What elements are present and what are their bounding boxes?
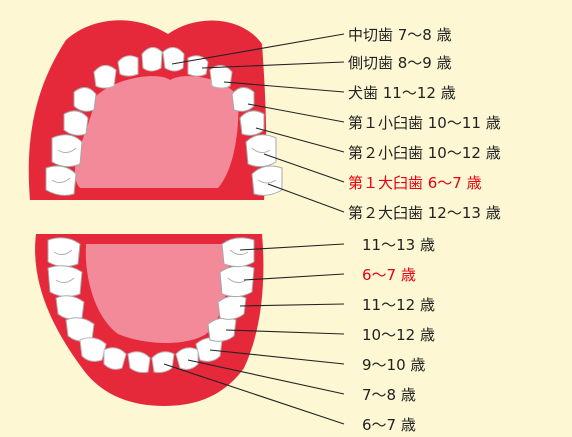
upper-first-premolar-left <box>73 87 97 112</box>
upper-lateral-incisor-left <box>117 55 139 77</box>
leader-lower-second-molar <box>239 243 345 251</box>
upper-central-incisor-right <box>162 47 185 72</box>
lower-jaw <box>35 234 264 406</box>
leader-lower-first-molar <box>243 273 345 281</box>
upper-canine-right <box>209 65 233 89</box>
lower-canine-left <box>79 337 107 362</box>
lower-leader-lines <box>163 243 345 425</box>
leader-upper-central-incisor <box>171 33 345 65</box>
upper-second-molar-right-groove <box>257 179 277 184</box>
label-lower-first-molar: 6〜7 歳 <box>362 266 416 284</box>
leader-lower-central-incisor <box>163 363 345 425</box>
leader-upper-first-molar <box>263 153 345 183</box>
lower-second-premolar-left <box>55 295 85 320</box>
leader-lower-first-premolar <box>225 329 345 335</box>
label-upper-first-molar: 第１大臼歯 6〜7 歳 <box>348 174 482 192</box>
leader-upper-first-premolar <box>247 103 345 123</box>
label-lower-central-incisor: 6〜7 歳 <box>362 416 416 434</box>
leader-lower-second-premolar <box>239 303 345 307</box>
upper-labels: 中切歯 7〜8 歳 側切歯 8〜9 歳 犬歯 11〜12 歳 第１小臼歯 10〜… <box>348 26 501 222</box>
upper-palate <box>74 76 239 188</box>
upper-first-molar-right <box>245 134 277 168</box>
upper-canine-left <box>93 65 117 89</box>
label-lower-canine: 9〜10 歳 <box>362 356 425 374</box>
lower-second-molar-right <box>221 237 255 268</box>
lower-lateral-incisor-right <box>175 347 199 370</box>
lower-first-premolar-right <box>207 317 237 342</box>
label-lower-second-premolar: 11〜12 歳 <box>362 296 435 314</box>
label-upper-first-premolar: 第１小臼歯 10〜11 歳 <box>348 114 501 132</box>
lower-second-molar-left-groove <box>53 249 73 256</box>
label-upper-central-incisor: 中切歯 7〜8 歳 <box>348 26 452 44</box>
lower-central-incisor-left <box>127 351 151 373</box>
label-lower-second-molar: 11〜13 歳 <box>362 236 435 254</box>
label-upper-second-molar: 第２大臼歯 12〜13 歳 <box>348 204 501 222</box>
leader-upper-canine <box>223 81 345 93</box>
upper-second-premolar-right <box>239 110 265 136</box>
upper-second-premolar-left <box>63 110 89 136</box>
upper-first-molar-left-groove <box>57 147 77 154</box>
upper-second-molar-right <box>251 165 283 196</box>
lower-first-molar-right <box>219 265 255 298</box>
lower-tongue <box>85 244 230 343</box>
leader-lower-lateral-incisor <box>187 359 345 395</box>
upper-leader-lines <box>171 33 345 213</box>
lower-central-incisor-right <box>151 351 175 373</box>
lower-second-molar-right-groove <box>229 249 249 256</box>
leader-upper-lateral-incisor <box>201 61 345 69</box>
label-upper-canine: 犬歯 11〜12 歳 <box>348 84 456 102</box>
lower-labels: 11〜13 歳 6〜7 歳 11〜12 歳 10〜12 歳 9〜10 歳 7〜8… <box>362 236 435 434</box>
label-lower-lateral-incisor: 7〜8 歳 <box>362 386 416 404</box>
upper-second-molar-left <box>45 165 77 196</box>
upper-first-molar-right-groove <box>251 147 271 154</box>
label-upper-second-premolar: 第２小臼歯 10〜12 歳 <box>348 144 501 162</box>
leader-upper-second-molar <box>267 183 345 213</box>
label-upper-lateral-incisor: 側切歯 8〜9 歳 <box>348 54 452 72</box>
upper-second-molar-left-groove <box>51 177 71 184</box>
lower-lateral-incisor-left <box>103 347 127 370</box>
lower-first-molar-left <box>47 265 83 298</box>
lower-second-molar-left <box>47 237 81 268</box>
leader-lower-canine <box>209 349 345 365</box>
label-lower-first-premolar: 10〜12 歳 <box>362 326 435 344</box>
lower-first-molar-left-groove <box>55 277 75 284</box>
lower-first-molar-right-groove <box>227 277 247 284</box>
upper-first-premolar-right <box>231 87 255 112</box>
lower-second-premolar-right <box>217 295 247 320</box>
upper-central-incisor-left <box>141 47 163 72</box>
upper-jaw <box>28 20 283 200</box>
lower-canine-right <box>195 337 223 362</box>
leader-upper-second-premolar <box>255 127 345 153</box>
upper-first-molar-left <box>51 134 83 168</box>
